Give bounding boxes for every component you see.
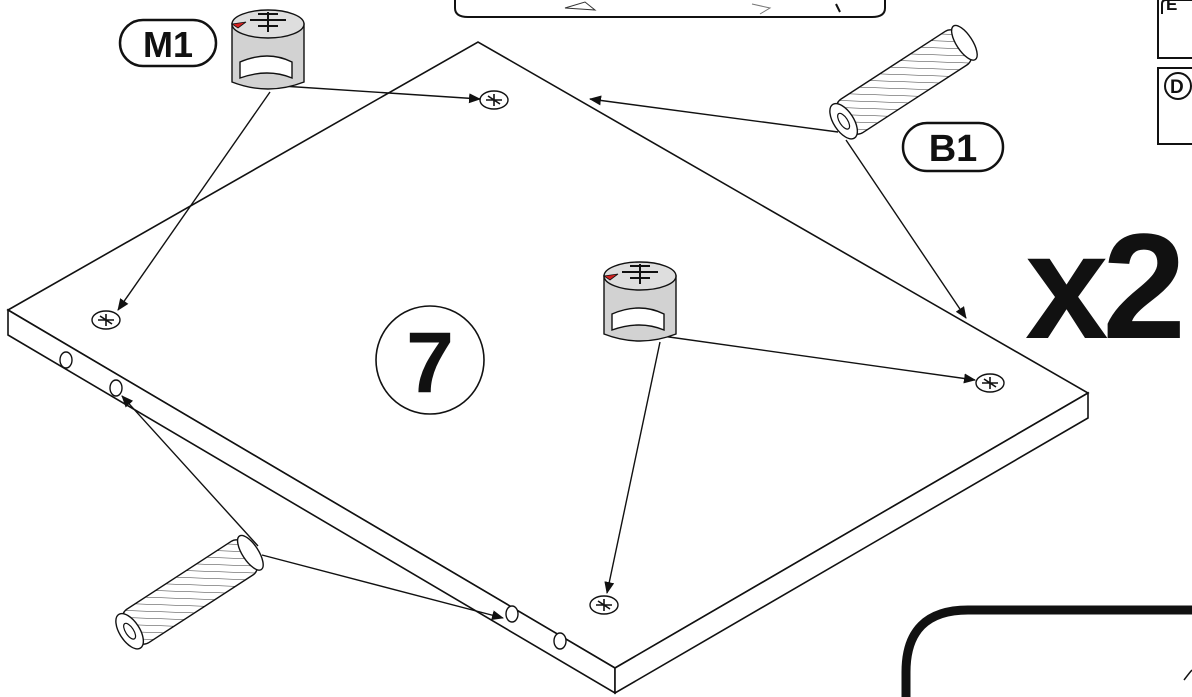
dowel-hole: [505, 605, 519, 623]
arrows: [117, 85, 976, 621]
panel-number-badge: 7: [375, 305, 485, 415]
quantity-label: x2: [1025, 202, 1180, 370]
dowel-hole: [109, 379, 123, 397]
arrow: [281, 85, 481, 104]
legend-box-d: D: [1157, 67, 1192, 145]
dowel-hole: [553, 632, 567, 650]
arrow: [261, 554, 504, 621]
panel-board: [6, 41, 1090, 695]
dowel: [115, 534, 264, 650]
arrow: [604, 341, 661, 594]
arrow: [845, 139, 967, 319]
cam-hole: [479, 90, 509, 110]
label-m1-text: M1: [143, 24, 193, 65]
arrow: [121, 395, 259, 547]
arrow: [589, 95, 839, 133]
top-instruction-box: [454, 0, 886, 18]
legend-box-e: E: [1157, 0, 1192, 59]
dowel-b1: [829, 24, 978, 140]
cam-hole: [589, 595, 619, 615]
label-b1: B1: [901, 121, 1005, 173]
cam-hole: [975, 373, 1005, 393]
panel-number: 7: [406, 315, 454, 411]
cam-lock: [602, 261, 677, 342]
box-e-letter: E: [1166, 0, 1177, 14]
next-step-frame: [901, 605, 1192, 697]
cam-hole: [91, 310, 121, 330]
dowel-hole: [59, 351, 73, 369]
label-b1-text: B1: [929, 128, 978, 170]
box-d-letter: D: [1170, 77, 1184, 98]
arrow: [661, 335, 976, 384]
arrow: [117, 91, 271, 311]
cam-lock-m1: [230, 9, 305, 90]
label-m1: M1: [118, 18, 218, 68]
